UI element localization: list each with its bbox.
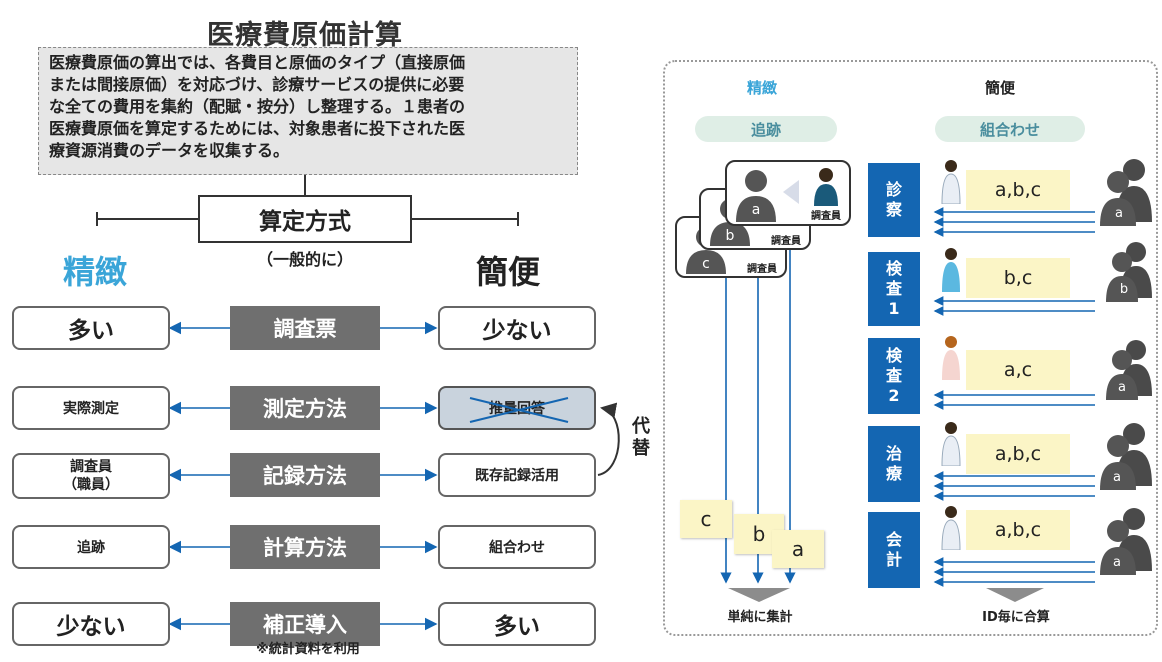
intro-line: 医療費原価の算出では、各費目と原価のタイプ（直接原価 (49, 53, 466, 72)
row1-right-box: 少ない (438, 306, 596, 350)
row3-left-box: 調査員 （職員） (12, 453, 170, 499)
intro-text-box: 医療費原価の算出では、各費目と原価のタイプ（直接原価 または間接原価）を対応づけ… (38, 47, 578, 175)
substitute-char: 替 (632, 438, 650, 459)
row3-left-line2: （職員） (63, 477, 119, 493)
row4-left-box: 追跡 (12, 525, 170, 569)
investigator-icon (814, 168, 838, 206)
patient-group-icon: b (1104, 240, 1156, 302)
patient-letter: b (725, 228, 735, 244)
dept-char: 察 (885, 200, 902, 219)
patient-card-a: a 調査員 (725, 160, 851, 226)
record-note-c: c (680, 500, 732, 538)
dept-box-treatment: 治 療 (868, 426, 920, 502)
sum-simple-label: 単純に集計 (727, 609, 793, 625)
intro-line: な全ての費用を集約（配賦・按分）し整理する。１患者の (49, 97, 466, 116)
staff-icon (941, 506, 961, 550)
staff-icon (942, 248, 960, 292)
row1-left-box: 多い (12, 306, 170, 350)
page-title: 医療費原価計算 (207, 19, 403, 51)
sum-id-label: ID毎に合算 (982, 609, 1050, 625)
person-icon (736, 170, 776, 222)
dept-box-test2: 検 査 2 (868, 338, 920, 414)
patient-group-icon: a (1098, 505, 1156, 575)
intro-line: 療資源消費のデータを収集する。 (49, 141, 290, 160)
investigator-label: 調査員 (771, 235, 801, 247)
staff-icon (941, 422, 961, 466)
code-box-test2: a,c (966, 350, 1070, 390)
combine-arrows (933, 207, 1095, 587)
patient-group-letter: a (1118, 379, 1126, 395)
record-note-a: a (772, 530, 824, 568)
patient-group-letter: a (1115, 205, 1123, 221)
dept-char: 検 (885, 346, 902, 365)
staff-icon (942, 336, 960, 380)
dept-char: 査 (885, 279, 902, 298)
row2-right-box: 推量回答 (438, 386, 596, 430)
fine-header: 精緻 (62, 253, 127, 291)
trace-cloud: 追跡 (695, 116, 837, 142)
dept-char: 会 (885, 530, 902, 549)
panel-fine-label: 精緻 (746, 78, 777, 97)
row5-center-box: 補正導入 (230, 602, 380, 646)
intro-line: 医療費原価を算定するためには、対象患者に投下された医 (49, 119, 466, 138)
row5-right-box: 多い (438, 602, 596, 646)
patient-letter: c (702, 256, 710, 272)
substitute-label: 代 替 (623, 408, 659, 468)
dept-char: 1 (888, 299, 900, 318)
patient-group-letter: a (1113, 469, 1121, 485)
panel-simple-label: 簡便 (984, 78, 1015, 97)
calc-method-box: 算定方式 (198, 195, 412, 243)
row3-right-box: 既存記録活用 (438, 453, 596, 497)
dept-char: 査 (885, 366, 902, 385)
patient-group-letter: b (1119, 281, 1129, 297)
tree-connector (96, 175, 519, 226)
row5-left-box: 少ない (12, 602, 170, 646)
code-box-billing: a,b,c (966, 510, 1070, 550)
code-box-treatment: a,b,c (966, 434, 1070, 474)
patient-group-icon: a (1098, 156, 1156, 226)
dept-box-billing: 会 計 (868, 512, 920, 588)
investigator-label: 調査員 (747, 263, 777, 275)
substitute-arrow (597, 402, 620, 476)
dept-char: 診 (885, 180, 902, 199)
code-box-exam: a,b,c (966, 170, 1070, 210)
substitute-char: 代 (632, 416, 650, 437)
simple-header: 簡便 (475, 253, 540, 291)
dept-char: 療 (885, 464, 902, 483)
combine-cloud: 組合わせ (935, 116, 1085, 142)
row3-left-line1: 調査員 (70, 459, 112, 475)
patient-group-icon: a (1098, 420, 1156, 490)
dept-char: 治 (885, 444, 902, 463)
patient-group-letter: a (1113, 554, 1121, 570)
row4-right-box: 組合わせ (438, 525, 596, 569)
code-box-test1: b,c (966, 258, 1070, 298)
row-arrows (168, 321, 438, 631)
calc-method-sub: （一般的に） (256, 250, 353, 269)
intro-line: または間接原価）を対応づけ、診療サービスの提供に必要 (49, 75, 465, 94)
staff-icon (941, 160, 961, 204)
row3-center-box: 記録方法 (230, 453, 380, 497)
stat-note: ※統計資料を利用 (256, 641, 360, 657)
cross-out-mark (469, 397, 569, 423)
dept-box-test1: 検 査 1 (868, 252, 920, 326)
dept-box-exam: 診 察 (868, 163, 920, 237)
dept-char: 計 (885, 550, 902, 569)
row4-center-box: 計算方法 (230, 525, 380, 569)
row1-center-box: 調査票 (230, 306, 380, 350)
dept-char: 2 (888, 386, 900, 405)
patient-letter: a (751, 202, 761, 218)
sum-arrow-left (728, 588, 790, 602)
row2-left-box: 実際測定 (12, 386, 170, 430)
patient-group-icon: a (1104, 338, 1156, 400)
speech-icon (783, 180, 799, 204)
investigator-label: 調査員 (811, 210, 841, 222)
sum-arrow-right (986, 588, 1044, 602)
row2-center-box: 測定方法 (230, 386, 380, 430)
dept-char: 検 (885, 259, 902, 278)
